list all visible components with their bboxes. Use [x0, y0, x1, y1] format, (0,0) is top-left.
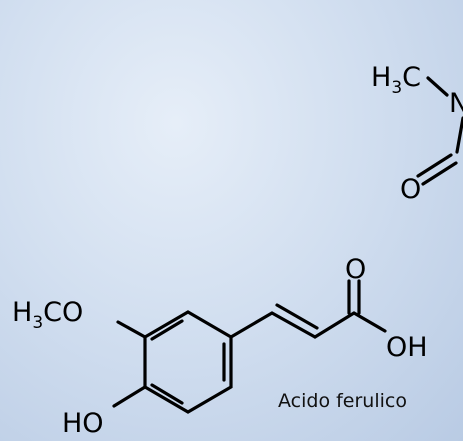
methoxy-group-label: H3CO	[12, 297, 83, 333]
bond-methyl-nitrogen	[426, 76, 449, 97]
molecule-caption: Acido ferulico	[278, 390, 407, 412]
carbonyl-oxygen-label-partial: O	[400, 174, 421, 205]
bond-vinyl-double-outer	[270, 311, 317, 339]
aromatic-double-bond-2	[150, 383, 184, 405]
carboxyl-hydroxyl-label: OH	[386, 332, 428, 363]
bond-carbonyl-outer	[421, 161, 458, 186]
bond-carboxyl-oh	[352, 311, 387, 333]
carbonyl-oxygen-label: O	[345, 254, 366, 285]
bond-nitrogen-carbon	[455, 116, 463, 154]
partial-molecule: H3C N O	[371, 62, 463, 205]
bond-ring-hydroxyl	[112, 385, 147, 408]
benzene-ring	[143, 310, 233, 414]
ferulic-acid-molecule: H3CO HO O OH	[12, 254, 428, 439]
bond-vinyl-double-inner	[275, 303, 319, 330]
methyl-group-label: H3C	[371, 62, 421, 98]
aromatic-double-bond-3	[150, 319, 184, 341]
hydroxyl-group-label: HO	[62, 408, 104, 439]
bond-carbonyl-inner	[416, 153, 453, 178]
bond-vinyl-carboxyl	[313, 311, 356, 339]
bond-ring-vinyl	[229, 311, 274, 339]
nitrogen-atom-label: N	[449, 88, 463, 119]
bond-ring-methoxy	[116, 320, 147, 339]
